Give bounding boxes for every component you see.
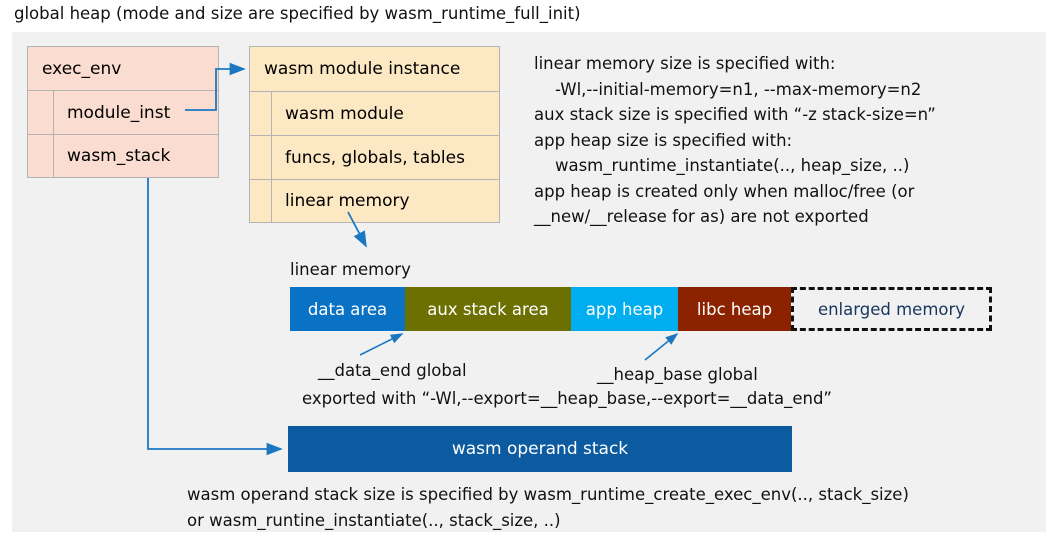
segment-app-heap: app heap bbox=[571, 287, 678, 331]
exec-env-field-wasm-stack: wasm_stack bbox=[28, 134, 218, 177]
segment-data-area-label: data area bbox=[307, 299, 388, 319]
wasm-module-label: wasm module bbox=[285, 103, 404, 124]
module-instance-header-label: wasm module instance bbox=[264, 59, 461, 79]
exec-env-header-row: exec_env bbox=[28, 47, 218, 90]
wasm-operand-stack-box: wasm operand stack bbox=[288, 426, 792, 472]
heap-base-global-label: __heap_base global bbox=[597, 365, 758, 384]
exec-env-indent-column bbox=[28, 91, 54, 134]
exec-env-indent-column bbox=[28, 135, 54, 177]
wasm-module-instance-box: wasm module instance wasm module funcs, … bbox=[249, 46, 500, 223]
segment-libc-heap: libc heap bbox=[678, 287, 791, 331]
linear-memory-field: linear memory bbox=[272, 180, 499, 222]
module-instance-field-linear-memory: linear memory bbox=[250, 179, 499, 222]
linear-memory-strip-caption: linear memory bbox=[290, 260, 411, 279]
wasm-stack-field: wasm_stack bbox=[54, 135, 218, 177]
module-instance-indent-column bbox=[250, 180, 272, 222]
wasm-operand-stack-label: wasm operand stack bbox=[451, 439, 629, 459]
segment-enlarged-memory: enlarged memory bbox=[791, 287, 992, 331]
module-instance-field-funcs-globals-tables: funcs, globals, tables bbox=[250, 135, 499, 179]
segment-data-area: data area bbox=[290, 287, 405, 331]
page-title: global heap (mode and size are specified… bbox=[14, 4, 581, 23]
linear-memory-label: linear memory bbox=[285, 191, 410, 211]
exec-env-field-module-inst: module_inst bbox=[28, 90, 218, 134]
funcs-globals-tables-field: funcs, globals, tables bbox=[272, 136, 499, 179]
operand-stack-note: wasm operand stack size is specified by … bbox=[187, 485, 909, 530]
segment-aux-stack-area-label: aux stack area bbox=[427, 299, 549, 319]
linear-memory-strip: data area aux stack area app heap libc h… bbox=[290, 287, 992, 331]
exported-with-label: exported with “-Wl,--export=__heap_base,… bbox=[302, 389, 832, 408]
module-inst-field: module_inst bbox=[54, 91, 218, 134]
wasm-module-field: wasm module bbox=[272, 92, 499, 135]
module-instance-indent-column bbox=[250, 92, 272, 135]
module-instance-indent-column bbox=[250, 136, 272, 179]
segment-enlarged-memory-label: enlarged memory bbox=[817, 299, 966, 319]
segment-app-heap-label: app heap bbox=[585, 299, 664, 319]
exec-env-header-label: exec_env bbox=[42, 58, 122, 79]
exec-env-box: exec_env module_inst wasm_stack bbox=[27, 46, 219, 178]
funcs-globals-tables-label: funcs, globals, tables bbox=[285, 147, 465, 168]
data-end-global-label: __data_end global bbox=[318, 361, 467, 380]
segment-aux-stack-area: aux stack area bbox=[405, 287, 571, 331]
module-instance-header-row: wasm module instance bbox=[250, 47, 499, 91]
sizing-notes: linear memory size is specified with: -W… bbox=[534, 54, 936, 226]
module-instance-field-wasm-module: wasm module bbox=[250, 91, 499, 135]
module-inst-label: module_inst bbox=[67, 102, 171, 123]
segment-libc-heap-label: libc heap bbox=[696, 299, 773, 319]
wasm-stack-label: wasm_stack bbox=[67, 146, 171, 166]
